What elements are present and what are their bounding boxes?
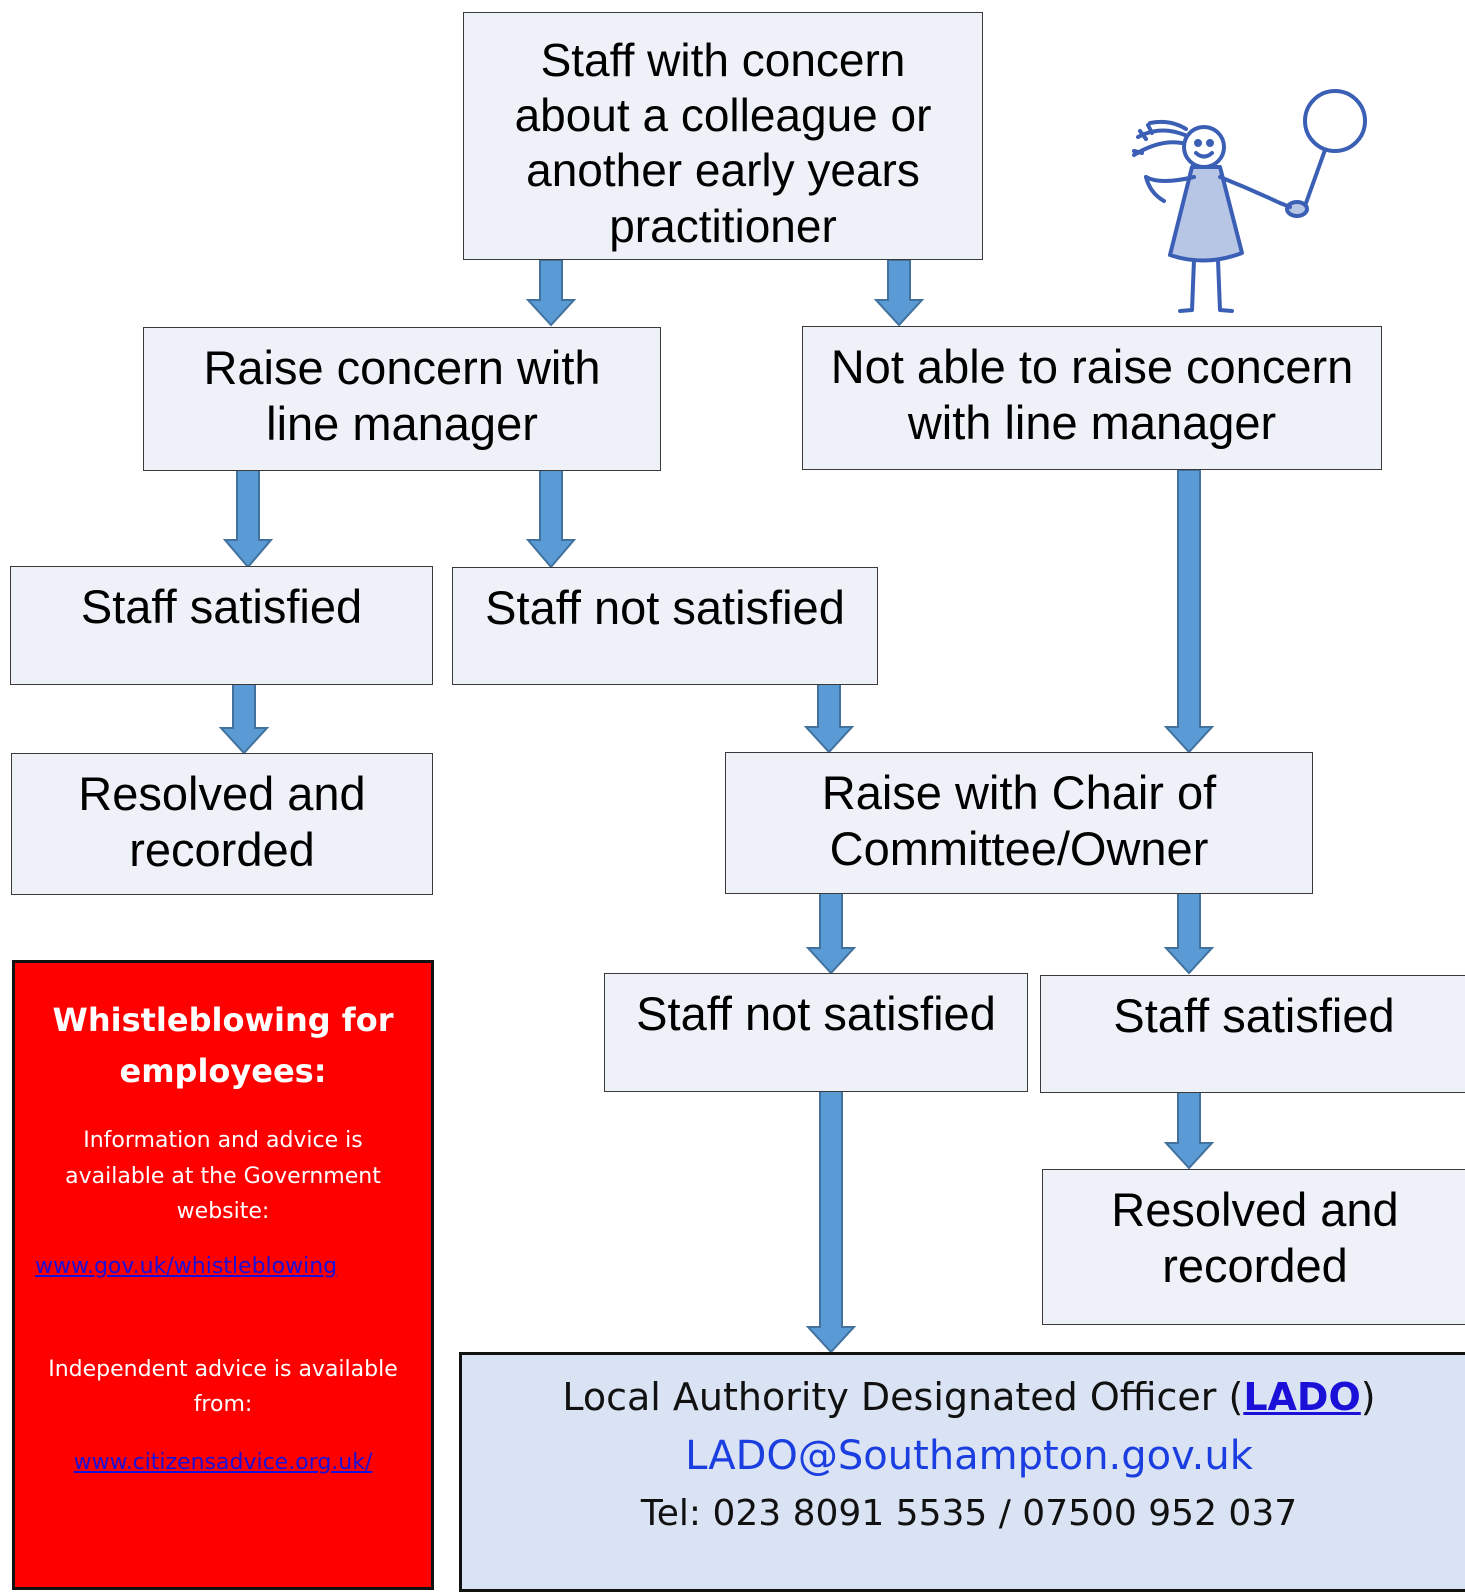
node-text-line: about a colleague or	[514, 89, 932, 142]
resolved-recorded-box-2: Resolved and recorded	[1042, 1169, 1465, 1325]
lado-title: Local Authority Designated Officer (LADO…	[462, 1375, 1465, 1419]
whistleblowing-panel: Whistleblowing for employees: Informatio…	[12, 960, 434, 1590]
whistleblowing-title: Whistleblowing for employees:	[15, 995, 431, 1097]
arrow-notsatisfied-to-chair	[803, 683, 855, 754]
node-text-line: Staff with concern	[540, 34, 906, 86]
raise-line-manager-box: Raise concern with line manager	[143, 327, 661, 471]
lado-title-prefix: Local Authority Designated Officer (	[562, 1375, 1244, 1419]
node-text-line: Committee/Owner	[829, 822, 1209, 876]
citizens-advice-link[interactable]: www.citizensadvice.org.uk	[73, 1449, 365, 1475]
citizens-advice-link-suffix: /	[364, 1449, 373, 1475]
info-line: from:	[193, 1392, 253, 1418]
staff-satisfied-box-2: Staff satisfied	[1040, 975, 1465, 1093]
node-text-line: line manager	[266, 397, 538, 451]
node-text-line: another early years	[526, 144, 920, 197]
arrow-top-to-notable	[873, 259, 925, 327]
whistleblowing-title-line: Whistleblowing for	[52, 1001, 394, 1039]
arrow-chair-to-satisfied	[1163, 892, 1215, 975]
staff-not-satisfied-box-1: Staff not satisfied	[452, 567, 878, 685]
staff-satisfied-box-1: Staff satisfied	[10, 566, 433, 685]
info-line: website:	[176, 1198, 270, 1224]
staff-not-satisfied-box-2: Staff not satisfied	[604, 973, 1028, 1092]
arrow-satisfied2-to-resolved2	[1163, 1091, 1215, 1170]
node-text: Staff not satisfied	[636, 987, 996, 1040]
staff-with-concern-box: Staff with concern about a colleague or …	[463, 12, 983, 260]
lado-panel: Local Authority Designated Officer (LADO…	[459, 1352, 1465, 1592]
node-text-line: Not able to raise concern	[830, 340, 1354, 393]
info-line: Information and advice is	[83, 1128, 363, 1154]
info-line: Independent advice is available	[48, 1357, 398, 1383]
gov-whistleblowing-link[interactable]: www.gov.uk/whistleblowing	[35, 1253, 338, 1279]
whistleblowing-title-line: employees:	[119, 1052, 327, 1091]
node-text-line: practitioner	[609, 199, 837, 252]
node-text: Staff not satisfied	[485, 581, 845, 634]
resolved-recorded-box-1: Resolved and recorded	[11, 753, 433, 895]
independent-advice-text: Independent advice is available from:	[15, 1352, 431, 1422]
arrow-raise-to-notsatisfied	[525, 469, 577, 569]
arrow-chair-to-notsatisfied	[805, 892, 857, 975]
node-text-line: Raise with Chair of	[821, 766, 1217, 819]
not-able-line-manager-box: Not able to raise concern with line mana…	[802, 326, 1382, 470]
node-text-line: Resolved and	[78, 767, 366, 820]
girl-with-balloon-illustration	[1132, 89, 1367, 313]
lado-telephone: Tel: 023 8091 5535 / 07500 952 037	[640, 1493, 1298, 1534]
gov-info-text: Information and advice is available at t…	[15, 1123, 431, 1229]
arrow-raise-to-satisfied	[222, 469, 274, 569]
node-text-line: Raise concern with	[203, 341, 601, 394]
arrow-notable-to-chair	[1163, 469, 1215, 754]
node-text-line: with line manager	[907, 396, 1277, 450]
arrow-notsatisfied2-to-lado	[805, 1090, 857, 1354]
node-text-line: recorded	[1162, 1239, 1348, 1293]
lado-link[interactable]: LADO	[1243, 1375, 1361, 1419]
node-text-line: Resolved and	[1111, 1183, 1399, 1236]
info-line: available at the Government	[65, 1163, 381, 1189]
node-text-line: recorded	[129, 823, 315, 877]
arrow-satisfied-to-resolved	[218, 683, 270, 755]
node-text: Staff satisfied	[80, 580, 363, 633]
arrow-top-to-raise	[525, 259, 577, 327]
lado-title-suffix: )	[1360, 1375, 1376, 1419]
node-text: Staff satisfied	[1113, 989, 1395, 1042]
lado-email[interactable]: LADO@Southampton.gov.uk	[685, 1433, 1253, 1479]
raise-chair-box: Raise with Chair of Committee/Owner	[725, 752, 1313, 894]
